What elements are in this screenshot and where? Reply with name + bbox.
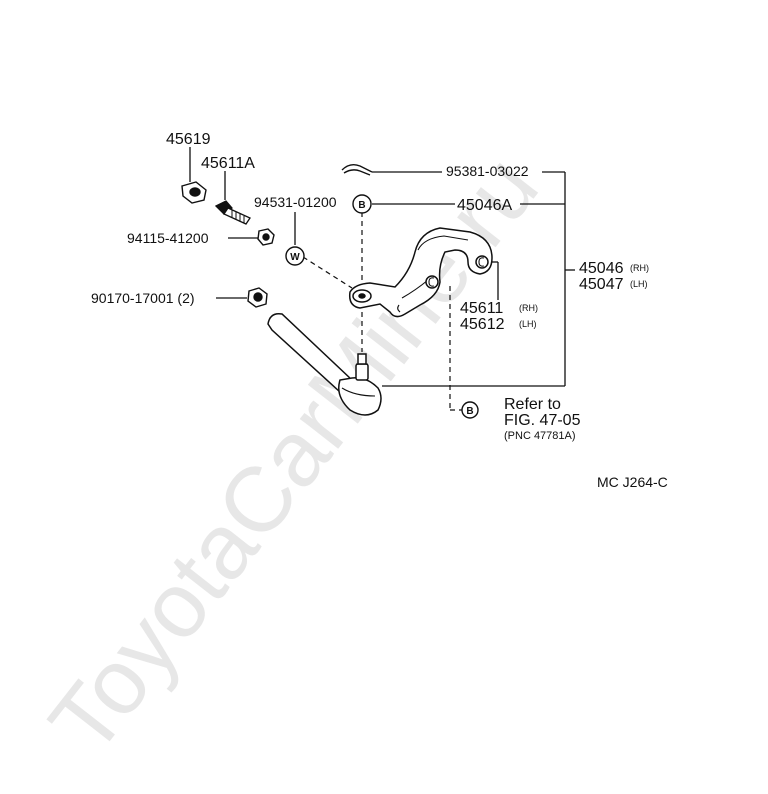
washer-part: W [285, 246, 305, 266]
nut-part [257, 228, 275, 246]
refer-line-3: (PNC 47781A) [504, 430, 576, 442]
tie-rod-nut-part: B [352, 194, 372, 214]
label-95381-03022: 95381-03022 [446, 163, 529, 179]
label-45612-lh: (LH) [519, 319, 537, 329]
label-45611a: 45611A [201, 155, 255, 172]
label-45046: 45046 [579, 260, 624, 277]
label-45619: 45619 [166, 131, 211, 148]
label-45047: 45047 [579, 276, 624, 293]
cotter-pin-part [341, 163, 373, 176]
label-90170-17001: 90170-17001 (2) [91, 290, 195, 306]
washer-marker: W [290, 252, 300, 263]
bolt-part [214, 200, 251, 225]
label-45612: 45612 [460, 316, 505, 333]
tie-rod-part [267, 312, 382, 416]
watermark: ToyotaCarMine.ru [30, 137, 557, 772]
refer-line-2: FIG. 47-05 [504, 412, 581, 429]
knuckle-arm-part [348, 227, 493, 318]
castle-nut-part [247, 287, 268, 308]
refer-marker: B [461, 401, 479, 419]
svg-text:B: B [466, 406, 473, 417]
label-45046-rh: (RH) [630, 263, 649, 273]
nut-marker: B [358, 200, 365, 211]
refer-line-1: Refer to [504, 396, 561, 413]
label-45611-rh: (RH) [519, 303, 538, 313]
boot-seal-part [181, 181, 207, 204]
label-94115-41200: 94115-41200 [127, 230, 209, 246]
label-45047-lh: (LH) [630, 279, 648, 289]
diagram-code: MC J264-C [597, 474, 668, 490]
label-45046a: 45046A [457, 197, 512, 214]
label-45611: 45611 [460, 300, 503, 317]
label-94531-01200: 94531-01200 [254, 194, 337, 210]
